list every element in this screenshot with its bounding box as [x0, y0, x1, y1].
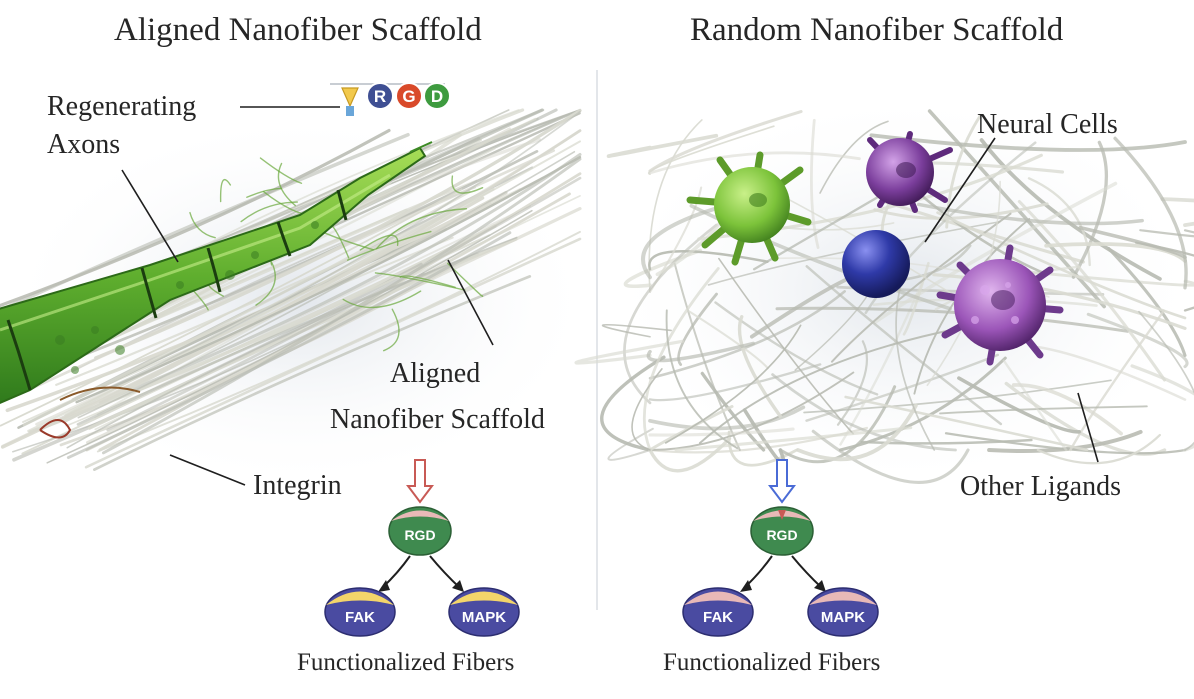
label-aligned: Aligned — [390, 355, 480, 393]
label-nanofiber-scaffold: Nanofiber Scaffold — [330, 401, 545, 439]
right-mapk-text: MAPK — [821, 609, 865, 626]
left-panel-title: Aligned Nanofiber Scaffold — [114, 12, 482, 49]
right-panel-title: Random Nanofiber Scaffold — [690, 12, 1063, 49]
ligand-r-bead: R — [367, 83, 393, 109]
label-regenerating-axons: Regenerating Axons — [47, 88, 196, 164]
right-rgd-text: RGD — [766, 527, 797, 543]
ligand-d-bead: D — [424, 83, 450, 109]
left-footer: Functionalized Fibers — [297, 649, 514, 677]
ligand-d-text: D — [431, 87, 443, 106]
left-fak-text: FAK — [345, 609, 375, 626]
right-footer: Functionalized Fibers — [663, 649, 880, 677]
left-mapk-text: MAPK — [462, 609, 506, 626]
neural-cell-blue — [842, 230, 910, 298]
right-fak-text: FAK — [703, 609, 733, 626]
label-integrin: Integrin — [253, 467, 342, 505]
ligand-g-text: G — [402, 87, 415, 106]
label-other-ligands: Other Ligands — [960, 468, 1121, 506]
label-neural-cells: Neural Cells — [977, 106, 1118, 144]
ligand-g-bead: G — [396, 83, 422, 109]
ligand-r-text: R — [374, 87, 386, 106]
left-rgd-text: RGD — [404, 527, 435, 543]
